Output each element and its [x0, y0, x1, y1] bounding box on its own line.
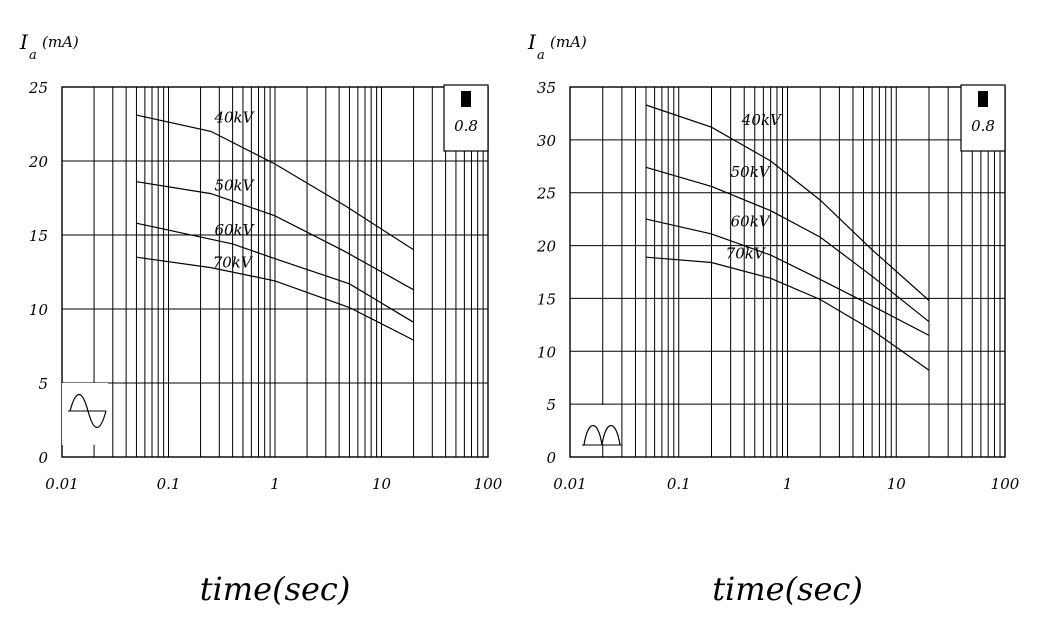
x-tick-label: 0.01: [553, 475, 586, 493]
y-axis-label: I: [527, 30, 537, 54]
x-tick-label: 0.01: [45, 475, 78, 493]
plot-frame: [569, 86, 1006, 458]
chart-left: 0.01 0.1 1 10 100 0 5 10 15 20 25 Ia (mA) time(sec) 40…: [19, 30, 503, 608]
x-tick-label: 1: [783, 475, 793, 493]
series-label-50kv: 50kV: [731, 163, 772, 181]
y-axis-unit: (mA): [42, 33, 79, 51]
series-line-70kv: [136, 256, 414, 341]
y-axis-label-subscript: a: [29, 48, 37, 63]
y-tick-label: 35: [537, 79, 556, 97]
value-box-text: 0.8: [971, 117, 995, 135]
y-tick-label: 20: [28, 153, 49, 171]
focal-spot-icon: [461, 91, 471, 107]
x-tick-label: 10: [372, 475, 392, 493]
waveform-box: [574, 405, 620, 445]
y-tick-label: 25: [536, 185, 556, 203]
series-line-60kv: [645, 218, 930, 336]
x-tick-label: 0.1: [157, 475, 181, 493]
x-tick-label: 100: [991, 475, 1020, 493]
series-line-40kv: [136, 114, 414, 251]
x-axis-label: time(sec): [712, 570, 863, 608]
y-tick-label: 15: [537, 290, 556, 308]
y-tick-label: 5: [38, 375, 48, 393]
series-line-70kv: [645, 256, 930, 371]
y-tick-label: 5: [546, 396, 556, 414]
y-tick-label: 0: [546, 449, 556, 467]
series-label-70kv: 70kV: [726, 244, 767, 262]
focal-spot-icon: [978, 91, 988, 107]
x-axis-label: time(sec): [200, 570, 351, 608]
x-tick-label: 1: [270, 475, 280, 493]
value-box-text: 0.8: [454, 117, 478, 135]
series-label-50kv: 50kV: [214, 177, 255, 195]
series-label-60kv: 60kV: [214, 221, 255, 239]
series-line-50kv: [136, 181, 414, 291]
series-label-40kv: 40kV: [741, 111, 783, 129]
y-tick-label: 10: [537, 343, 557, 361]
series-line-60kv: [136, 222, 414, 323]
y-tick-label: 10: [29, 301, 49, 319]
y-tick-label: 15: [29, 227, 48, 245]
y-tick-label: 25: [28, 79, 48, 97]
y-axis-label: I: [19, 30, 29, 54]
series-line-50kv: [645, 166, 930, 323]
waveform-box: [62, 383, 108, 445]
x-tick-label: 0.1: [667, 475, 691, 493]
series-label-60kv: 60kV: [731, 213, 772, 231]
chart-right: 0.01 0.1 1 10 100 0 5 10 15 20 25 30 35 Ia (mA) time(se…: [527, 30, 1020, 608]
y-tick-label: 30: [537, 132, 557, 150]
series-line-40kv: [645, 104, 930, 301]
x-tick-label: 10: [887, 475, 907, 493]
series-label-40kv: 40kV: [213, 109, 255, 127]
series-label-70kv: 70kV: [213, 254, 254, 272]
plot-frame: [61, 86, 489, 458]
x-tick-label: 100: [474, 475, 503, 493]
y-tick-label: 0: [38, 449, 48, 467]
y-axis-label-subscript: a: [537, 48, 545, 63]
y-axis-unit: (mA): [550, 33, 587, 51]
y-tick-label: 20: [536, 238, 557, 256]
